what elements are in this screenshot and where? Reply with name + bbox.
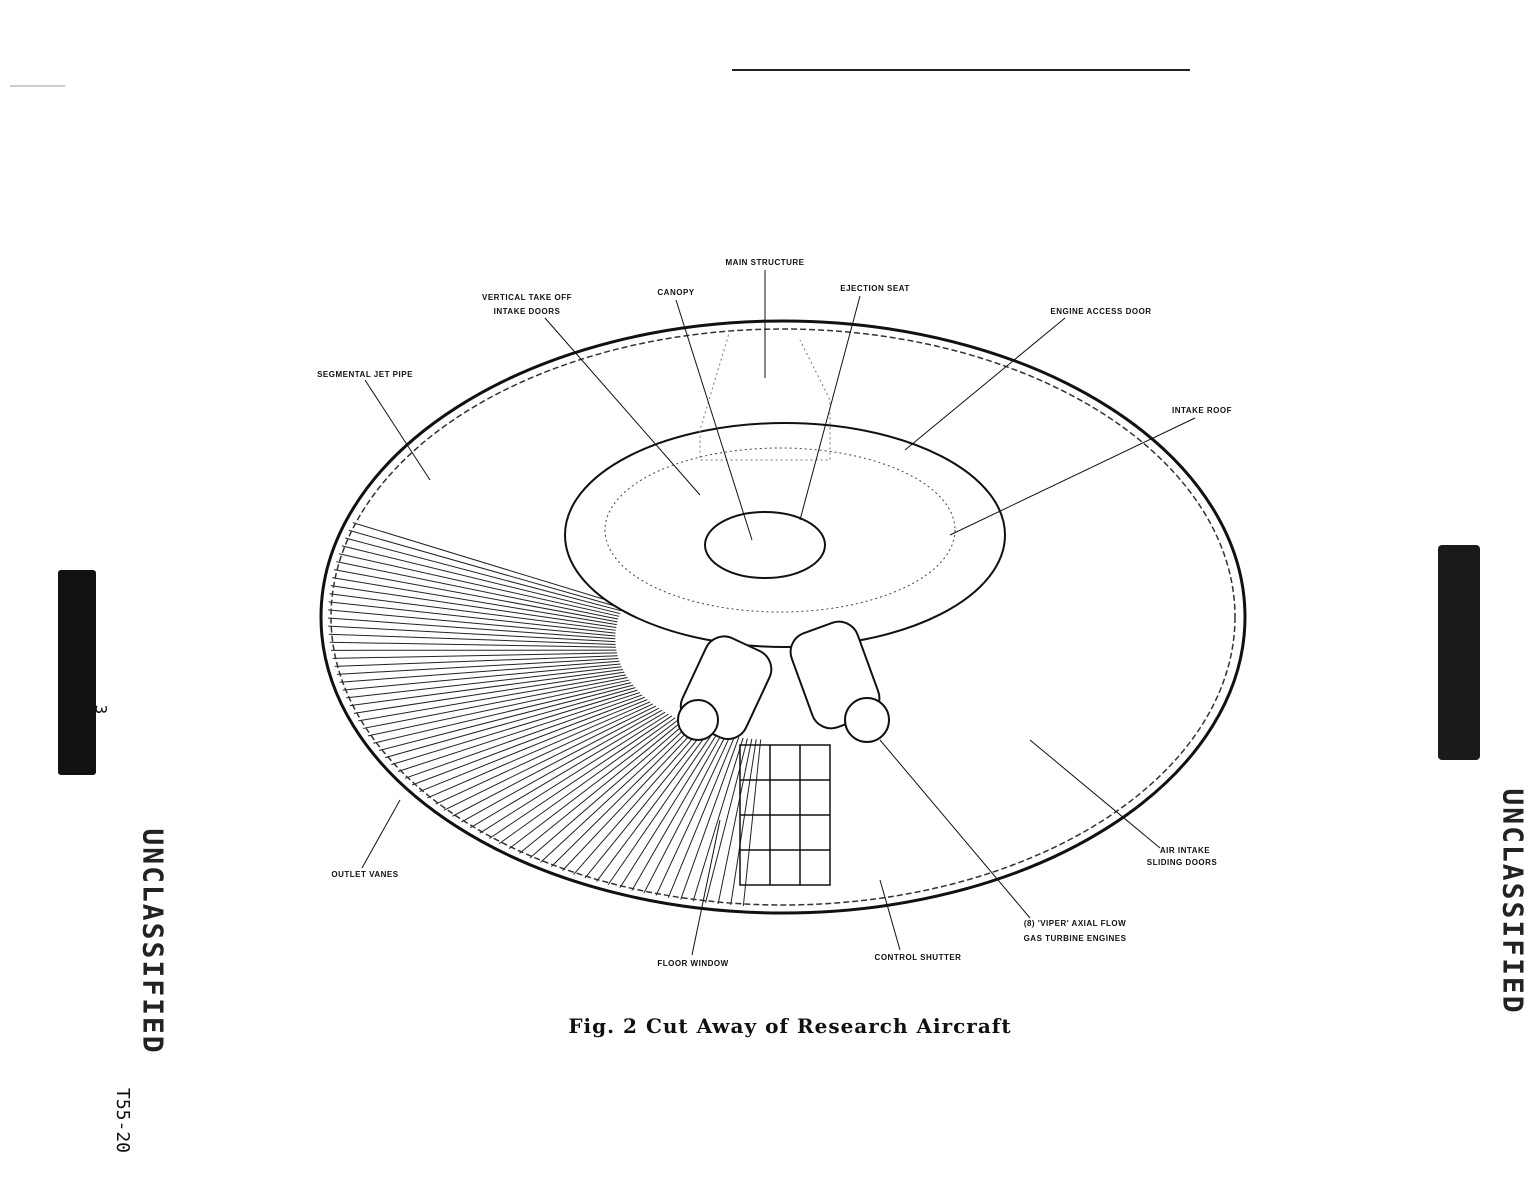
- canopy: [704, 511, 826, 579]
- outlet-vane: [508, 719, 680, 850]
- outer-rim: [319, 319, 1247, 915]
- outlet-vane: [329, 593, 616, 631]
- outlet-vane: [680, 737, 740, 900]
- label-engine-access-door: ENGINE ACCESS DOOR: [1050, 307, 1152, 316]
- outlet-vane: [461, 709, 663, 823]
- outlet-vane: [643, 734, 727, 894]
- rim-inner-edge: [330, 328, 1236, 906]
- label-air-intake-line2: SLIDING DOORS: [1146, 858, 1218, 867]
- outlet-vane: [419, 699, 648, 792]
- classification-stamp-right: UNCLASSIFIED: [1496, 788, 1530, 1015]
- outlet-vane: [328, 633, 616, 645]
- label-engines-line2: GAS TURBINE ENGINES: [1023, 934, 1127, 943]
- label-control-shutter: CONTROL SHUTTER: [874, 953, 962, 962]
- label-floor-window: FLOOR WINDOW: [657, 959, 729, 968]
- outlet-vane: [596, 730, 710, 882]
- main-structure-outline: [699, 329, 831, 461]
- outlet-vane: [391, 689, 638, 766]
- outlet-vane: [742, 739, 762, 906]
- outlet-vane: [730, 739, 757, 906]
- label-engines-line1: (8) 'VIPER' AXIAL FLOW: [1023, 919, 1127, 928]
- outlet-vane: [692, 737, 744, 902]
- outlet-vane: [655, 735, 731, 896]
- outlet-vane: [397, 692, 640, 773]
- outlet-vane: [529, 722, 687, 859]
- label-canopy: CANOPY: [657, 288, 695, 297]
- redaction-bar-left: [58, 570, 96, 775]
- leader-lines: [361, 270, 1196, 956]
- outlet-vane: [327, 617, 616, 640]
- outlet-vane: [328, 609, 616, 637]
- outlet-vane: [479, 713, 669, 834]
- page-number: 3: [91, 704, 111, 715]
- outlet-vane: [334, 569, 618, 623]
- outlet-vane: [519, 720, 683, 854]
- outlet-vane: [338, 553, 620, 617]
- outlet-vane: [336, 658, 619, 675]
- outlet-vane: [573, 728, 702, 875]
- outlet-vane: [443, 705, 657, 811]
- outlet-vane: [470, 711, 666, 829]
- label-intake-roof: INTAKE ROOF: [1171, 406, 1233, 415]
- outlet-vane: [562, 726, 698, 871]
- outlet-vane: [373, 682, 632, 744]
- outlet-vane: [607, 731, 714, 886]
- outlet-vane: [378, 684, 634, 751]
- outlet-vane: [717, 738, 753, 905]
- outlet-vane: [352, 522, 625, 606]
- outlet-vane: [540, 723, 691, 863]
- outlet-vane: [330, 585, 617, 628]
- outlet-vane: [358, 674, 626, 722]
- outlet-vane: [551, 725, 694, 867]
- outlet-vane: [328, 625, 616, 643]
- document-number: T55-20: [112, 1087, 134, 1154]
- label-main-structure: MAIN STRUCTURE: [725, 258, 805, 267]
- label-outlet-vanes: OUTLET VANES: [331, 870, 399, 879]
- engines: [677, 620, 890, 743]
- outlet-vane: [362, 676, 628, 729]
- outlet-vane: [345, 537, 622, 612]
- label-vto-intake-doors-line1: VERTICAL TAKE OFF: [482, 293, 572, 302]
- outlet-vane: [619, 732, 718, 889]
- outlet-vane: [341, 545, 621, 615]
- redaction-bar-right: [1438, 545, 1480, 760]
- label-vto-intake-doors-line2: INTAKE DOORS: [493, 307, 561, 316]
- outlet-vane: [367, 679, 630, 737]
- outlet-vane: [435, 703, 654, 805]
- outlet-vane: [353, 671, 625, 714]
- figure-caption: Fig. 2 Cut Away of Research Aircraft: [568, 1014, 1012, 1038]
- outlet-vane: [584, 729, 706, 879]
- outlet-vane: [631, 733, 723, 891]
- outlet-vane: [489, 715, 673, 839]
- intake-roof-inner: [604, 447, 956, 613]
- outlet-vane: [332, 652, 617, 659]
- label-ejection-seat: EJECTION SEAT: [840, 284, 910, 293]
- outlet-vane: [346, 666, 622, 699]
- outlet-vane: [336, 561, 619, 620]
- outlet-vane: [342, 663, 621, 691]
- label-air-intake-line1: AIR INTAKE: [1159, 846, 1211, 855]
- outlet-vane: [339, 660, 620, 683]
- outlet-vane: [667, 736, 735, 898]
- outlet-vane: [411, 696, 645, 786]
- outlet-vane: [452, 707, 660, 817]
- classification-stamp-left: UNCLASSIFIED: [136, 828, 170, 1055]
- outlet-vane: [329, 641, 616, 648]
- label-segmental-jet-pipe: SEGMENTAL JET PIPE: [317, 370, 413, 379]
- outlet-vane: [334, 655, 618, 667]
- outlet-vane: [328, 601, 616, 634]
- outlet-vane: [349, 668, 623, 707]
- outlet-vane: [498, 717, 676, 845]
- outlet-vane: [384, 687, 636, 759]
- outlet-vane: [332, 577, 617, 626]
- floor-grid: [739, 744, 831, 886]
- outlet-vane: [427, 701, 651, 799]
- outlet-vane: [404, 694, 643, 779]
- outlet-vane: [348, 529, 623, 609]
